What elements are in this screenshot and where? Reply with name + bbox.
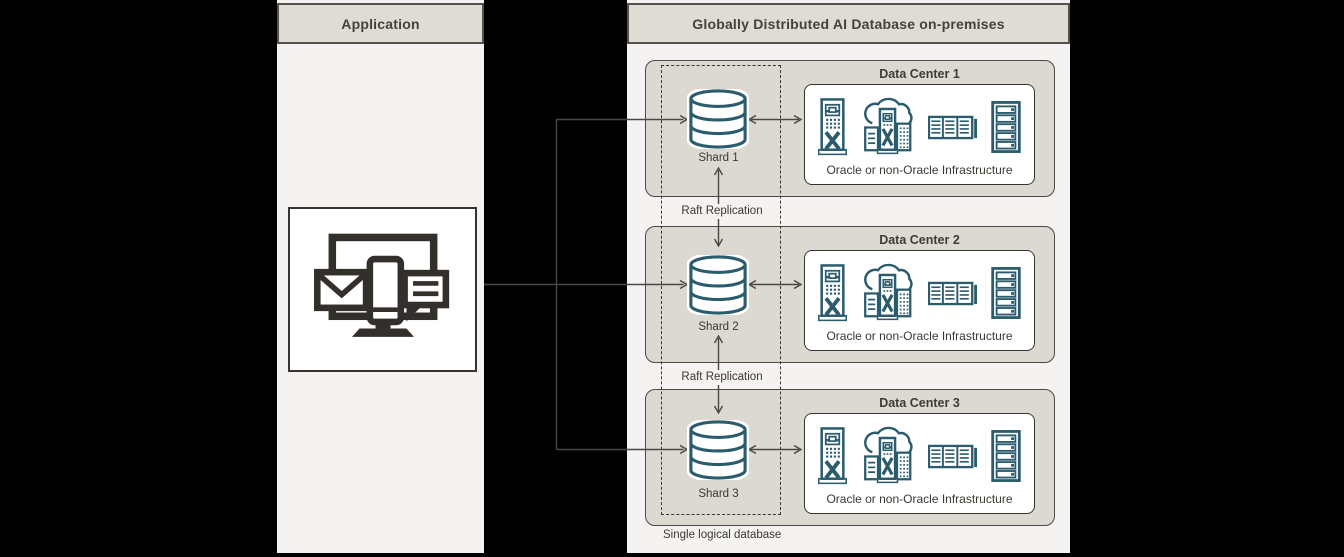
infrastructure-caption: Oracle or non-Oracle Infrastructure xyxy=(826,492,1013,506)
raft-replication-label-1: Raft Replication xyxy=(670,204,774,219)
application-title: Application xyxy=(341,15,420,32)
distributed-database-header: Globally Distributed AI Database on-prem… xyxy=(627,3,1070,44)
application-header: Application xyxy=(277,3,484,44)
single-logical-database-boundary xyxy=(661,65,781,515)
data-center-1-title: Data Center 1 xyxy=(879,67,960,81)
single-logical-database-label: Single logical database xyxy=(663,529,782,541)
raft-replication-label-2: Raft Replication xyxy=(670,370,774,385)
infrastructure-caption: Oracle or non-Oracle Infrastructure xyxy=(826,329,1013,343)
data-center-3-infrastructure-box: Oracle or non-Oracle Infrastructure xyxy=(804,413,1035,514)
data-center-3-title: Data Center 3 xyxy=(879,396,960,410)
shard-1-database-icon xyxy=(687,89,749,149)
shard-1-label: Shard 1 xyxy=(698,152,739,164)
infrastructure-caption: Oracle or non-Oracle Infrastructure xyxy=(826,163,1013,177)
application-device-box xyxy=(288,207,477,372)
distributed-database-title: Globally Distributed AI Database on-prem… xyxy=(692,15,1005,32)
shard-3-label: Shard 3 xyxy=(698,488,739,500)
shard-2-label: Shard 2 xyxy=(698,321,739,333)
shard-3-database-icon xyxy=(687,420,749,480)
shard-2-database-icon xyxy=(687,255,749,315)
data-center-2-infrastructure-box: Oracle or non-Oracle Infrastructure xyxy=(804,250,1035,351)
data-center-1-infrastructure-box: Oracle or non-Oracle Infrastructure xyxy=(804,84,1035,185)
data-center-2-title: Data Center 2 xyxy=(879,233,960,247)
